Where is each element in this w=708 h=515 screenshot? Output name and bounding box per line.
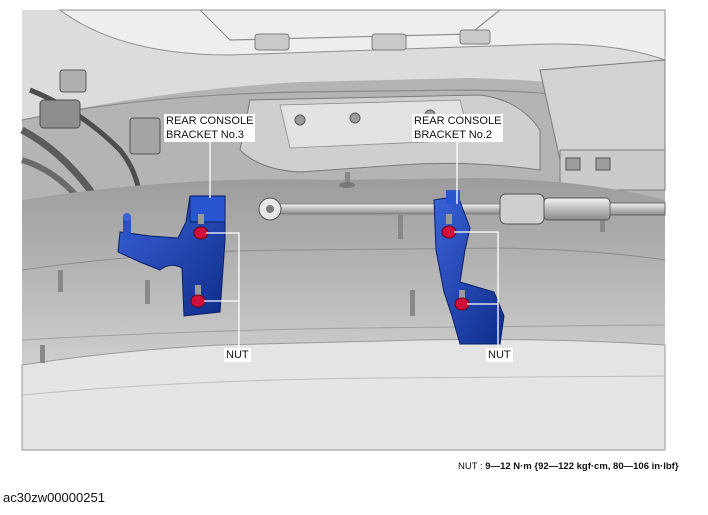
callout-bracket3-line2: BRACKET No.3 [166,129,245,141]
callout-nut-left: NUT [224,348,251,362]
callout-nut-left-text: NUT [226,349,249,361]
callout-bracket2-line2: BRACKET No.2 [414,129,493,141]
callout-rear-console-bracket-no3: REAR CONSOLE BRACKET No.3 [164,114,256,142]
floor-studs [40,172,605,363]
callout-nut-right: NUT [486,348,513,362]
callout-nut-right-text: NUT [488,349,511,361]
callout-bracket2-line1: REAR CONSOLE [414,115,502,127]
right-tunnel-pipe [539,59,666,191]
torque-specification: NUT : 9—12 N·m {92—122 kgf·cm, 80—106 in… [458,461,679,472]
callout-bracket3-line1: REAR CONSOLE [166,115,254,127]
leader-lines [204,142,499,348]
callout-rear-console-bracket-no2: REAR CONSOLE BRACKET No.2 [412,114,504,142]
nut-markers [190,214,470,311]
torque-spec-label: NUT : [458,461,486,472]
shift-cable [258,193,666,225]
torque-spec-value: 9—12 N·m {92—122 kgf·cm, 80—106 in·lbf} [485,461,679,472]
figure-code: ac30zw00000251 [3,490,105,505]
